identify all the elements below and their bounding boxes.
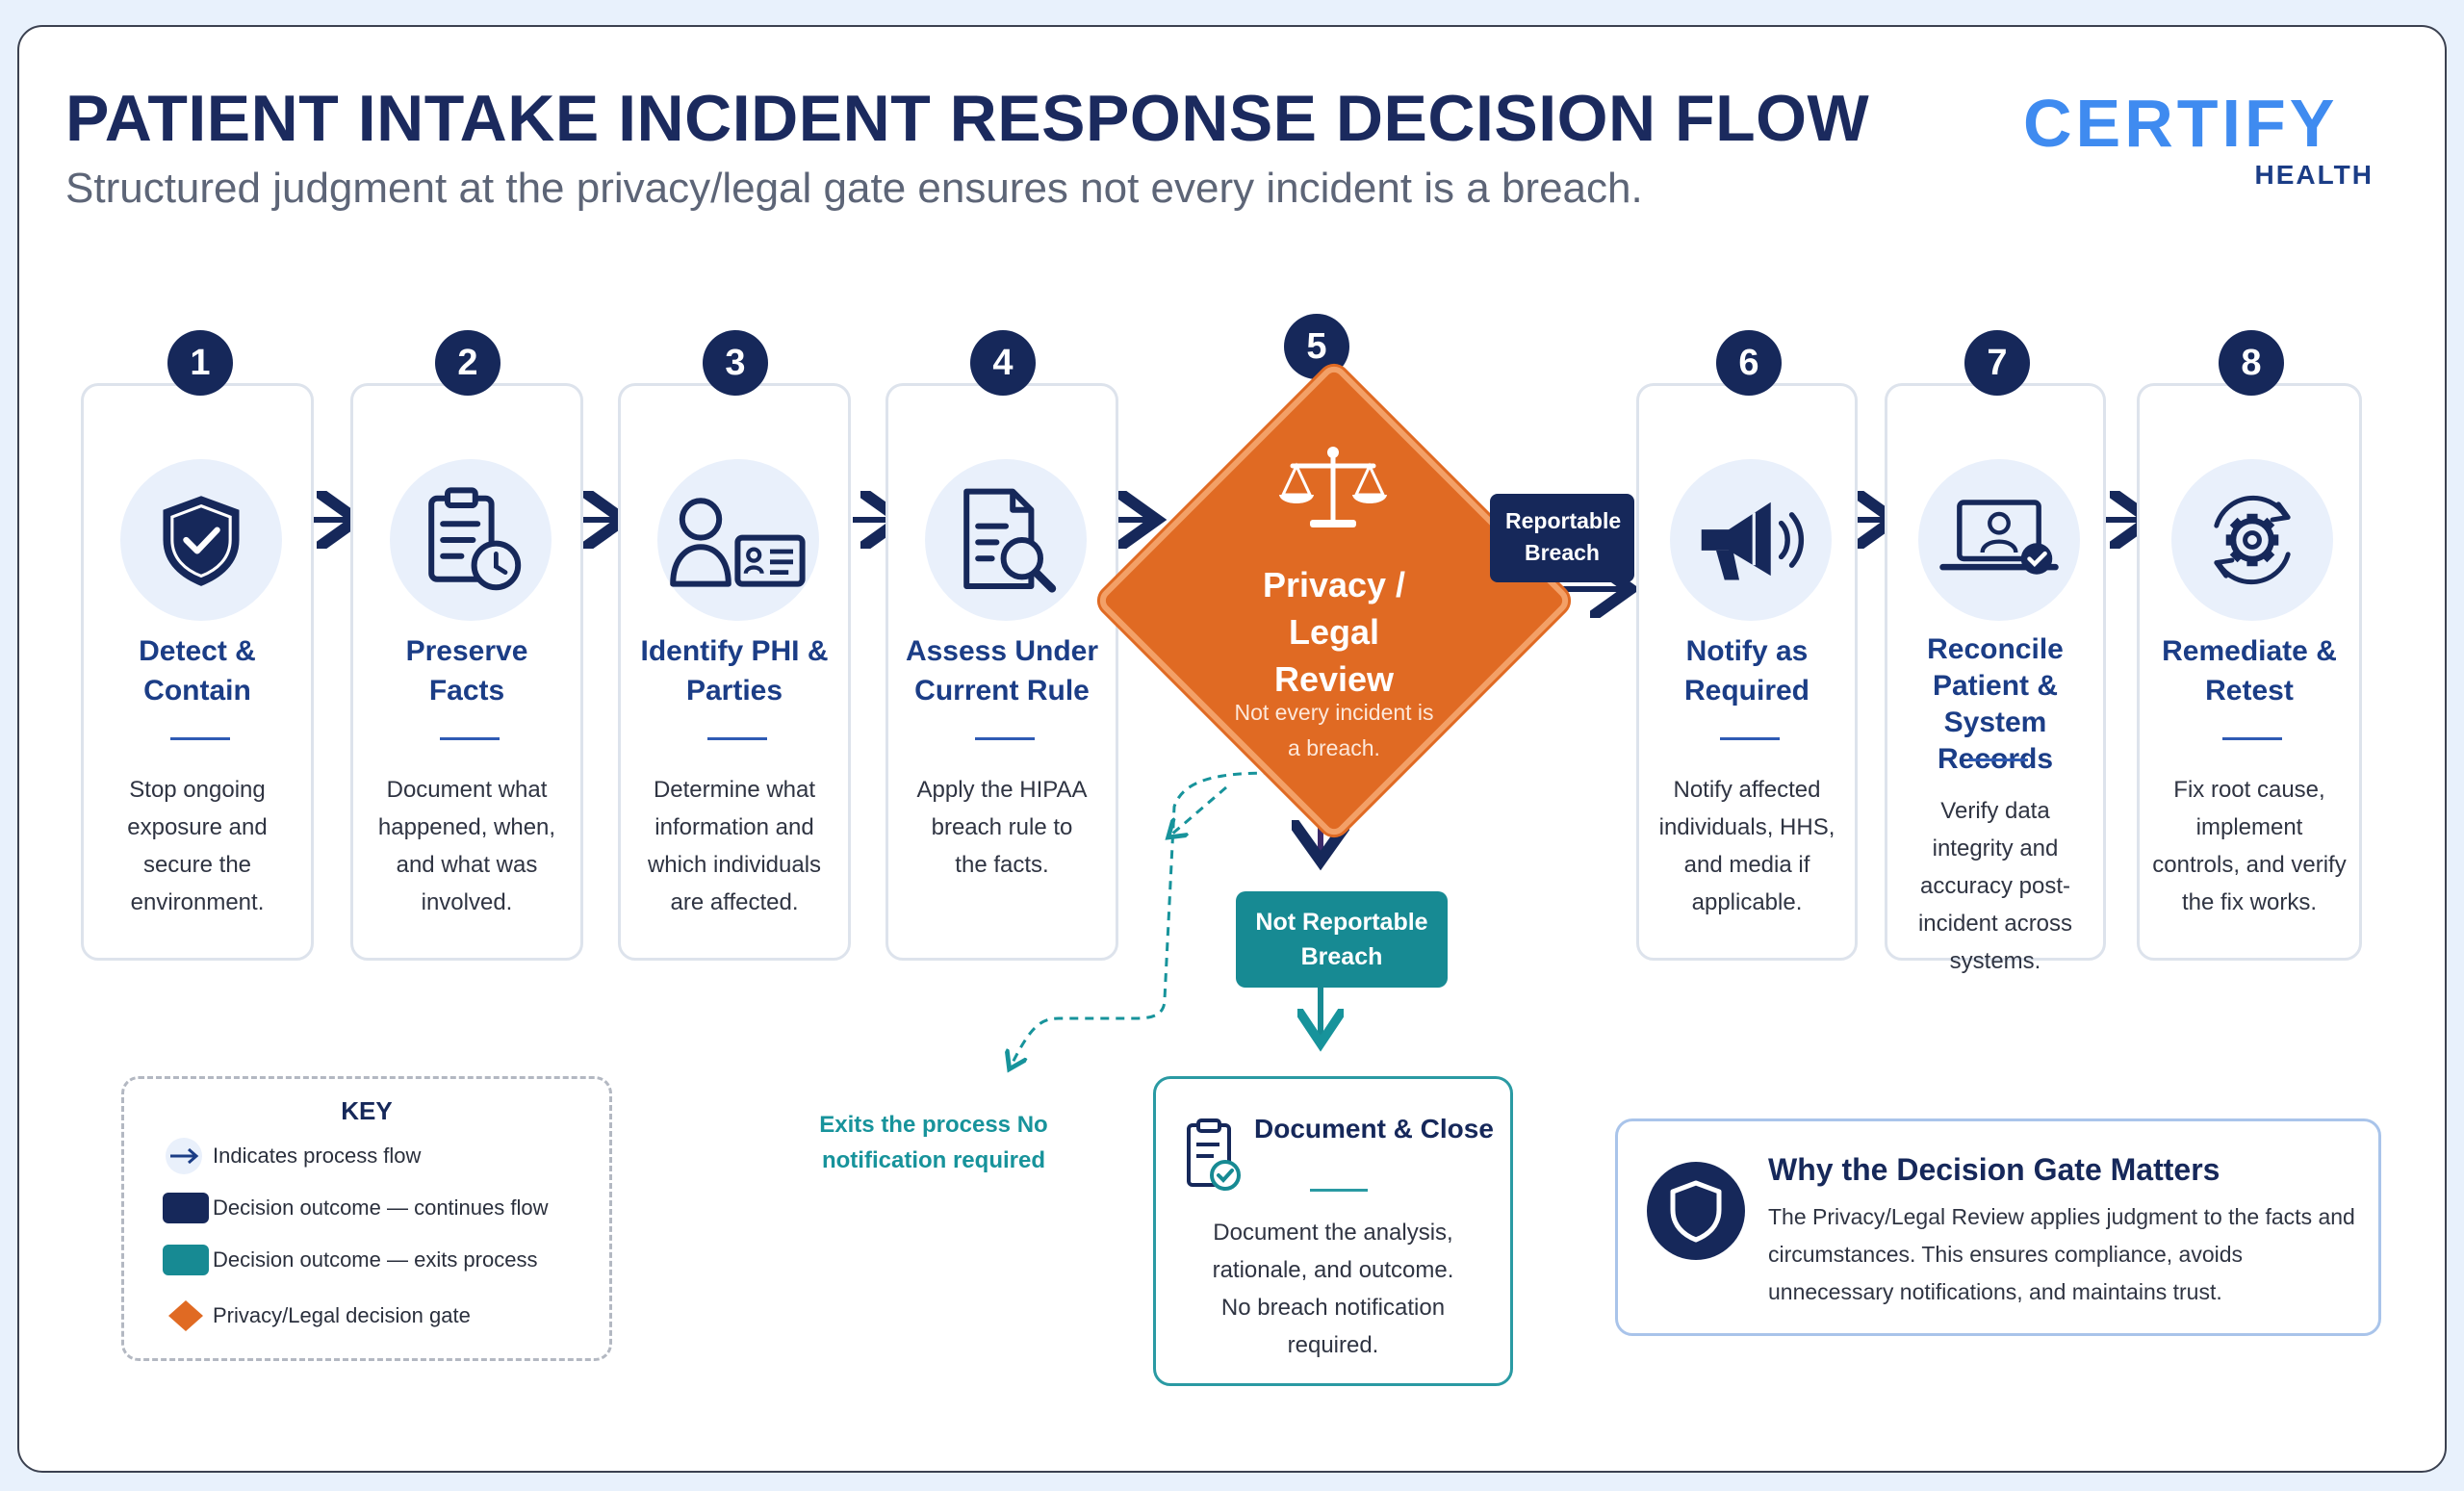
diagram-card: PATIENT INTAKE INCIDENT RESPONSE DECISIO… [17, 25, 2447, 1473]
document-close-divider [1310, 1189, 1368, 1192]
step-description-6: Notify affected individuals, HHS, and me… [1658, 777, 1835, 915]
step-description-7: Verify data integrity and accuracy post-… [1917, 798, 2073, 974]
step-number-2: 2 [435, 330, 500, 396]
step-description-1: Stop ongoing exposure and secure the env… [127, 777, 268, 915]
step-description-8: Fix root cause, implement controls, and … [2152, 777, 2347, 915]
step-card-3: 3 Identify PHI & Parties Determine what … [618, 330, 851, 961]
document-close-box: Document & Close Document the analysis, … [1153, 1076, 1513, 1386]
step-card-2: 2 Preserve Facts Document what happened,… [350, 330, 583, 961]
logo-wordmark: CERTIFY [2023, 86, 2339, 161]
dark-outcome-swatch [163, 1189, 209, 1227]
step-number-6: 6 [1716, 330, 1782, 396]
step-number-4: 4 [970, 330, 1036, 396]
decision-title: Privacy / Legal Review [1262, 565, 1406, 699]
exit-dashed-arrow [1011, 771, 1273, 1067]
step-card-1: 1 Detect & Contain Stop ongoing exposure… [81, 330, 314, 961]
teal-outcome-swatch [163, 1241, 209, 1279]
laptop-user-check-icon [1939, 500, 2059, 575]
legend-key: KEY Indicates process flow Decision outc… [121, 1076, 612, 1361]
step-divider-8 [2222, 737, 2282, 740]
step-divider-6 [1720, 737, 1780, 740]
person-id-card-icon [670, 498, 806, 587]
step-number-8: 8 [2219, 330, 2284, 396]
key-label-continues: Decision outcome — continues flow [213, 1195, 549, 1220]
certify-health-logo: CERTIFY HEALTH [2023, 85, 2389, 200]
key-item-continues: Decision outcome — continues flow [163, 1189, 549, 1227]
step-icon-circle-3 [657, 459, 819, 621]
step-divider-3 [707, 737, 767, 740]
exits-process-label: Exits the process No notification requir… [819, 1112, 1048, 1173]
step-title-3: Identify PHI & Parties [640, 635, 829, 707]
step-description-2: Document what happened, when, and what w… [377, 777, 556, 915]
flow-arrow-icon [163, 1137, 209, 1175]
why-decision-gate-box: Why the Decision Gate Matters The Privac… [1615, 1118, 2381, 1336]
not-reportable-breach-badge: Not Reportable Breach [1236, 891, 1448, 988]
step-divider-7 [1968, 758, 2028, 761]
gear-cycle-icon [2214, 495, 2291, 585]
decision-subtitle: Not every incident is a breach. [1234, 700, 1434, 760]
key-label-exits: Decision outcome — exits process [213, 1247, 538, 1272]
step-icon-circle-6 [1670, 459, 1832, 621]
document-close-description: Document the analysis, rationale, and ou… [1212, 1220, 1454, 1358]
step-number-3: 3 [703, 330, 768, 396]
step-title-7: Reconcile Patient & System Records [1927, 633, 2064, 775]
step-title-4: Assess Under Current Rule [905, 635, 1099, 707]
step-icon-circle-2 [390, 459, 552, 621]
step-number-1: 1 [167, 330, 233, 396]
step-title-2: Preserve Facts [405, 635, 528, 707]
scales-icon [1279, 447, 1387, 527]
step-icon-circle-4 [925, 459, 1087, 621]
logo-subtext: HEALTH [2254, 160, 2374, 190]
step-number-7: 7 [1964, 330, 2030, 396]
step-icon-circle-8 [2171, 459, 2333, 621]
key-label-flow: Indicates process flow [213, 1144, 422, 1168]
why-description: The Privacy/Legal Review applies judgmen… [1768, 1204, 2355, 1304]
step-title-1: Detect & Contain [139, 635, 256, 707]
page-subtitle: Structured judgment at the privacy/legal… [65, 165, 1643, 212]
step-card-6: 6 Notify as Required Notify affected ind… [1636, 330, 1858, 961]
clipboard-check-icon [1187, 1118, 1241, 1191]
key-item-gate: Privacy/Legal decision gate [163, 1297, 471, 1335]
reportable-breach-badge: Reportable Breach [1490, 494, 1634, 582]
why-title: Why the Decision Gate Matters [1768, 1152, 2220, 1187]
step-card-4: 4 Assess Under Current Rule Apply the HI… [886, 330, 1118, 961]
step-card-7: 7 Reconcile Patient & System Records Ver… [1885, 330, 2106, 974]
diamond-gate-icon [163, 1297, 209, 1335]
clipboard-clock-icon [428, 487, 522, 591]
step-divider-2 [440, 737, 500, 740]
megaphone-icon [1701, 501, 1805, 580]
key-title: KEY [341, 1096, 393, 1125]
key-item-flow: Indicates process flow [163, 1137, 421, 1175]
shield-check-icon [163, 496, 240, 586]
step-card-8: 8 Remediate & Retest Fix root cause, imp… [2137, 330, 2362, 961]
document-magnifier-icon [963, 488, 1057, 593]
step-divider-1 [170, 737, 230, 740]
step-title-6: Notify as Required [1683, 635, 1810, 707]
step-icon-circle-7 [1918, 459, 2080, 621]
step-divider-4 [975, 737, 1035, 740]
step-icon-circle-1 [120, 459, 282, 621]
key-label-gate: Privacy/Legal decision gate [213, 1303, 471, 1327]
page-title: PATIENT INTAKE INCIDENT RESPONSE DECISIO… [65, 82, 1870, 155]
step-description-3: Determine what information and which ind… [647, 777, 822, 915]
document-close-title: Document & Close [1254, 1114, 1494, 1144]
key-item-exits: Decision outcome — exits process [163, 1241, 537, 1279]
shield-icon [1670, 1180, 1722, 1243]
step-title-8: Remediate & Retest [2162, 635, 2337, 707]
step-description-4: Apply the HIPAA breach rule to the facts… [916, 777, 1088, 878]
step-number-5: 5 [1284, 314, 1349, 379]
why-icon-circle [1647, 1162, 1745, 1260]
